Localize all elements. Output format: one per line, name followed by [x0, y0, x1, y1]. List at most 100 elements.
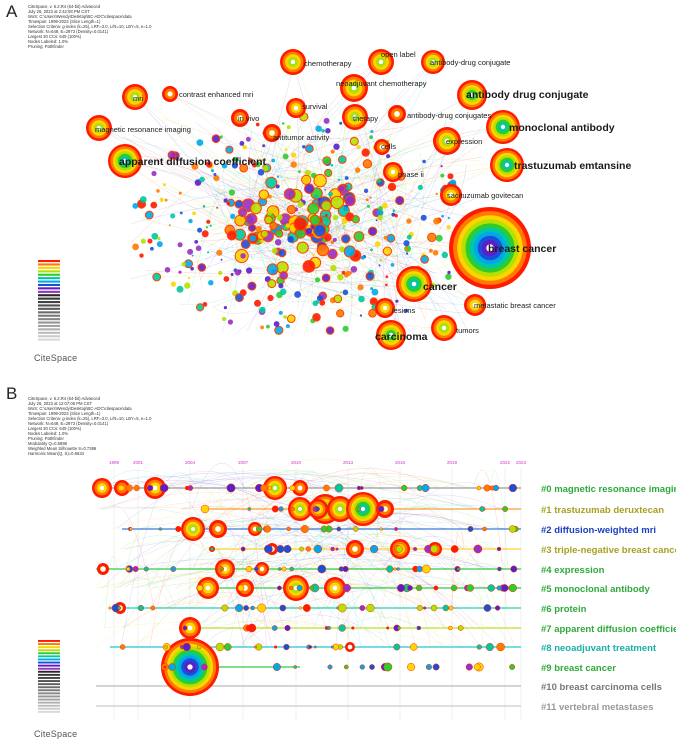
- timeline-node: [283, 575, 309, 601]
- timeline-arc: [317, 545, 481, 648]
- keyword-node: [358, 295, 365, 303]
- keyword-node: [267, 279, 277, 289]
- timeline-node: [210, 547, 214, 551]
- keyword-node: [374, 241, 381, 247]
- keyword-label: tumors: [456, 326, 479, 335]
- keyword-node: [226, 201, 230, 206]
- network-link: [350, 143, 424, 175]
- keyword-node: [376, 178, 381, 183]
- timeline-node: [383, 662, 393, 672]
- timeline-node: [337, 603, 347, 613]
- timeline-node: [255, 562, 269, 576]
- keyword-node: [228, 189, 236, 196]
- timeline-arc: [205, 557, 258, 589]
- cluster-label: #0 magnetic resonance imaging: [541, 484, 676, 495]
- network-link: [257, 164, 274, 301]
- keyword-node: [365, 198, 369, 202]
- timeline-node: [250, 605, 255, 611]
- keyword-node: [315, 300, 320, 304]
- network-link: [298, 172, 386, 193]
- network-link: [281, 164, 508, 189]
- keyword-node: [258, 189, 269, 200]
- keyword-node: [313, 173, 327, 188]
- timeline-node: [220, 567, 224, 571]
- legend-swatch: [38, 689, 60, 692]
- timeline-arc: [102, 620, 463, 648]
- timeline-node: [223, 643, 232, 651]
- timeline-node: [179, 617, 201, 639]
- timeline-arc: [461, 570, 491, 609]
- timeline-arc: [121, 472, 455, 550]
- keyword-label: antibody-drug conjugate: [430, 58, 510, 67]
- timeline-arc: [242, 620, 323, 648]
- timeline-node: [352, 526, 359, 532]
- keyword-node: [363, 188, 369, 193]
- keyword-node: [304, 183, 315, 194]
- timeline-arc: [138, 520, 437, 589]
- cluster-label: #6 protein: [541, 604, 587, 615]
- keyword-node: [383, 235, 388, 240]
- keyword-label: metastatic breast cancer: [474, 301, 556, 310]
- timeline-arc: [241, 563, 509, 589]
- keyword-node: [355, 167, 361, 173]
- keyword-label: therapy: [353, 114, 378, 123]
- network-link: [225, 112, 309, 223]
- keyword-node: [187, 248, 194, 255]
- timeline-node: [323, 484, 330, 492]
- keyword-node-cancer: [396, 266, 432, 302]
- timeline-node: [146, 484, 154, 492]
- timeline-node: [313, 645, 317, 649]
- network-link: [367, 230, 470, 335]
- timeline-arc: [344, 616, 444, 648]
- keyword-node: [378, 264, 381, 267]
- timeline-node: [397, 626, 401, 630]
- keyword-node: [285, 324, 290, 329]
- keyword-label: phase ii: [398, 170, 424, 179]
- keyword-node: [309, 214, 321, 226]
- timeline-node: [292, 480, 308, 496]
- timeline-node: [359, 486, 364, 490]
- keyword-node: [279, 330, 282, 333]
- keyword-node: [139, 196, 147, 203]
- timeline-node: [133, 484, 140, 492]
- timeline-node: [158, 527, 163, 531]
- cluster-label: #4 expression: [541, 565, 605, 576]
- timeline-node: [500, 584, 509, 592]
- keyword-node: [248, 158, 253, 163]
- keyword-node-apparent-diffusion-coefficient: [108, 144, 142, 178]
- timeline-arc: [241, 468, 439, 530]
- keyword-node: [345, 270, 352, 276]
- timeline-node: [200, 663, 208, 671]
- keyword-node: [275, 229, 284, 238]
- timeline-node: [359, 605, 366, 611]
- year-label: 2007: [238, 460, 249, 465]
- keyword-label: breast cancer: [488, 243, 556, 255]
- timeline-arc: [195, 550, 487, 629]
- timeline-node: [184, 485, 190, 491]
- keyword-node: [265, 176, 278, 189]
- keyword-node: [297, 201, 304, 208]
- keyword-node: [284, 148, 288, 151]
- keyword-node: [316, 244, 329, 257]
- timeline-node: [125, 484, 133, 492]
- timeline-arc: [99, 470, 237, 589]
- timeline-arc: [139, 545, 507, 589]
- network-link: [344, 143, 377, 283]
- timeline-node: [457, 625, 464, 631]
- keyword-node: [245, 213, 258, 225]
- legend-swatch: [38, 710, 60, 713]
- legend-swatch: [38, 280, 60, 283]
- legend-swatch: [38, 661, 60, 664]
- legend-swatch: [38, 707, 60, 710]
- timeline-arc: [194, 476, 487, 609]
- legend-swatch: [38, 677, 60, 679]
- keyword-node: [357, 284, 364, 291]
- timeline-arc: [182, 506, 324, 550]
- timeline-node: [330, 546, 335, 552]
- timeline-node: [247, 507, 252, 511]
- timeline-arc: [382, 555, 432, 648]
- timeline-node: [264, 544, 273, 554]
- keyword-node: [132, 203, 139, 209]
- timeline-node: [456, 567, 461, 571]
